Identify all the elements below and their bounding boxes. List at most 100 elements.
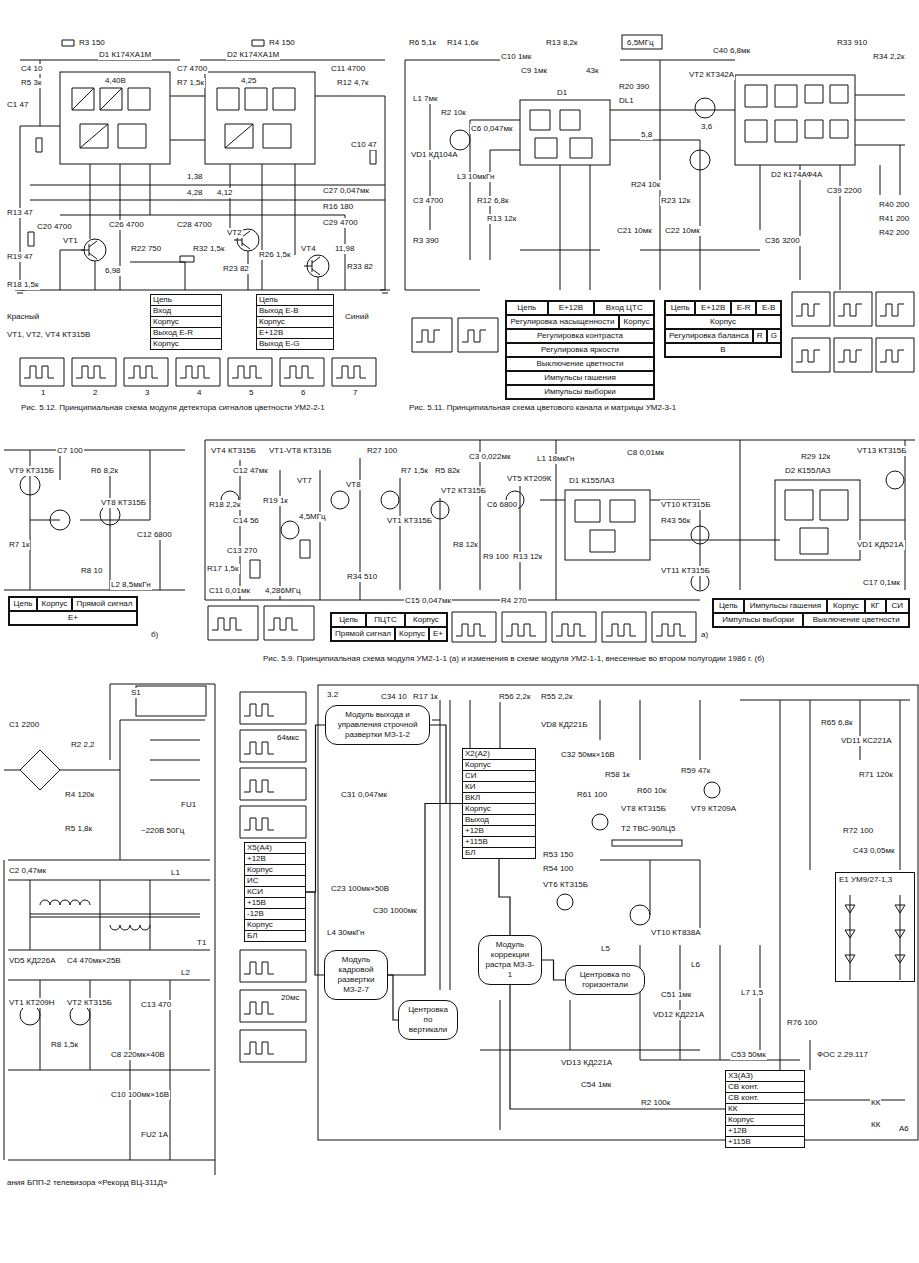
module-label: Модуль коррекции растра МЗ-3-1 — [485, 940, 535, 980]
pin-name: +12В — [245, 854, 305, 865]
pin-name: Выход E-R — [151, 328, 221, 339]
component-label: R71 120к — [858, 770, 894, 780]
component-label: VD5 КД226А — [8, 956, 57, 966]
pin-name: Корпус — [665, 315, 781, 329]
component-label: VD8 КД221Б — [540, 720, 588, 730]
component-label: VT1 КТ209Н — [8, 998, 56, 1008]
component-label: C36 3200 — [764, 236, 801, 246]
component-label: 4,28 — [186, 188, 204, 198]
component-label: A6 — [898, 1124, 910, 1134]
component-label: 6 — [300, 388, 306, 398]
waveform-frame — [412, 292, 914, 372]
component-label: C10 100мк×16В — [110, 1090, 170, 1100]
component-label: R24 10к — [630, 180, 661, 190]
component-label: C15 0,047мк — [404, 596, 452, 606]
component-label: R26 1,5к — [258, 250, 292, 260]
component-label: R5 3к — [20, 78, 42, 88]
pin-name: Корпус — [37, 597, 72, 611]
component-label: R29 12к — [800, 452, 831, 462]
component-label: C28 4700 — [176, 220, 213, 230]
pin-name: ИС — [245, 876, 305, 887]
pin-name: Корпус — [151, 339, 221, 349]
wire-connector — [430, 725, 462, 804]
component-label: R20 390 — [618, 82, 650, 92]
component-label: 5 — [248, 388, 254, 398]
pin-name: Импульсы выборки — [713, 613, 803, 627]
pin-name: X2(A2) — [463, 749, 535, 760]
component-label: C17 0,1мк — [862, 578, 901, 588]
component-label: 4 — [196, 388, 202, 398]
component-label: C23 100мк×50В — [330, 884, 390, 894]
connector-table: ЦепьВходКорпусВыход E-RКорпус — [150, 294, 222, 350]
pin-name: Е+12В — [548, 301, 595, 315]
component-label: C8 0,01мк — [626, 448, 665, 458]
pin-name: -12В — [245, 909, 305, 920]
component-label: R17 1к — [412, 692, 439, 702]
component-label: R4 150 — [268, 38, 296, 48]
component-label: VT7 — [296, 476, 313, 486]
component-label: R13 12к — [486, 214, 517, 224]
component-label: C7 100 — [56, 446, 84, 456]
module-block: Центровка по горизонтали — [565, 965, 645, 995]
wire-connector — [388, 804, 462, 976]
component-label: R18 2,2к — [208, 500, 242, 510]
filter-frame — [622, 35, 662, 49]
pin-name: Вход — [151, 306, 221, 317]
component-label: C31 0,047мк — [340, 790, 388, 800]
ic-chip — [60, 72, 170, 164]
pin-name: Корпус — [463, 804, 535, 815]
pin-name: +15В — [245, 898, 305, 909]
schematic-group — [4, 35, 918, 1175]
transistor-symbol — [695, 98, 715, 118]
component-label: R16 180 — [322, 202, 354, 212]
component-label: D1 К174ХА1М — [98, 50, 152, 60]
pin-name: Корпус — [151, 317, 221, 328]
component-label: D2 К174АФ4А — [770, 170, 823, 180]
component-label: R23 12к — [660, 196, 691, 206]
pin-name: Е+ — [429, 627, 447, 641]
component-label: C3 4700 — [412, 196, 444, 206]
component-label: 1 — [40, 388, 46, 398]
transistor-symbol — [691, 526, 709, 544]
ic-block — [530, 85, 848, 158]
pin-table: ЦепьПЦТСКорпусПрямой сигналКорпусЕ+ — [330, 612, 448, 642]
component-label: C13 270 — [226, 546, 258, 556]
component-label: L1 — [170, 868, 181, 878]
pin-table: ЦепьКорпусПрямой сигналЕ+ — [8, 596, 138, 626]
component-label: R14 1,6к — [446, 38, 480, 48]
component-label: C8 220мк×40В — [110, 1050, 166, 1060]
component-label: б) — [150, 630, 159, 640]
transistor-symbol — [20, 475, 40, 495]
figure-caption: Рис. 5.12. Принципиальная схема модуля д… — [20, 403, 402, 413]
component-label: R72 100 — [842, 826, 874, 836]
component-label: 64мкс — [276, 733, 300, 743]
component-label: C1 2200 — [8, 720, 40, 730]
component-label: L1 18мкГн — [536, 454, 575, 464]
pin-name: +115В — [463, 837, 535, 848]
component-label: C12 6800 — [136, 530, 173, 540]
waveform — [416, 304, 904, 362]
pin-name: Корпус — [405, 613, 447, 627]
wire-connector — [306, 725, 325, 892]
component-label: VT6 КТ315Б — [542, 880, 589, 890]
transistor-symbol — [592, 814, 608, 830]
component-label: VT8 — [345, 480, 362, 490]
pin-name: Выход E-B — [257, 306, 333, 317]
pin-name: Регулировка насыщенности — [506, 315, 619, 329]
component-label: R5 1,8к — [64, 824, 93, 834]
component-label: 4,40В — [104, 76, 127, 86]
component-label: ~220В 50Гц — [140, 826, 185, 836]
component-label: R6 5,1к — [408, 38, 437, 48]
wire-connector — [306, 892, 324, 975]
connector-table: X5(A4)+12ВКорпусИСКСИ+15В-12ВКорпусБЛ — [244, 842, 306, 942]
component-label: 2 — [92, 388, 98, 398]
component-label: C10 1мк — [500, 52, 532, 62]
component-label: 4,286МГц — [264, 586, 302, 596]
pin-name: R — [753, 329, 767, 343]
component-label: 3 — [144, 388, 150, 398]
component-label: R32 1,5к — [192, 244, 226, 254]
pin-table: ЦепьЕ+12ВВход ЦТСРегулировка насыщенност… — [505, 300, 655, 400]
transistor-symbol — [281, 521, 299, 539]
resistor-symbol — [28, 40, 376, 262]
crystal-symbol — [250, 540, 310, 578]
